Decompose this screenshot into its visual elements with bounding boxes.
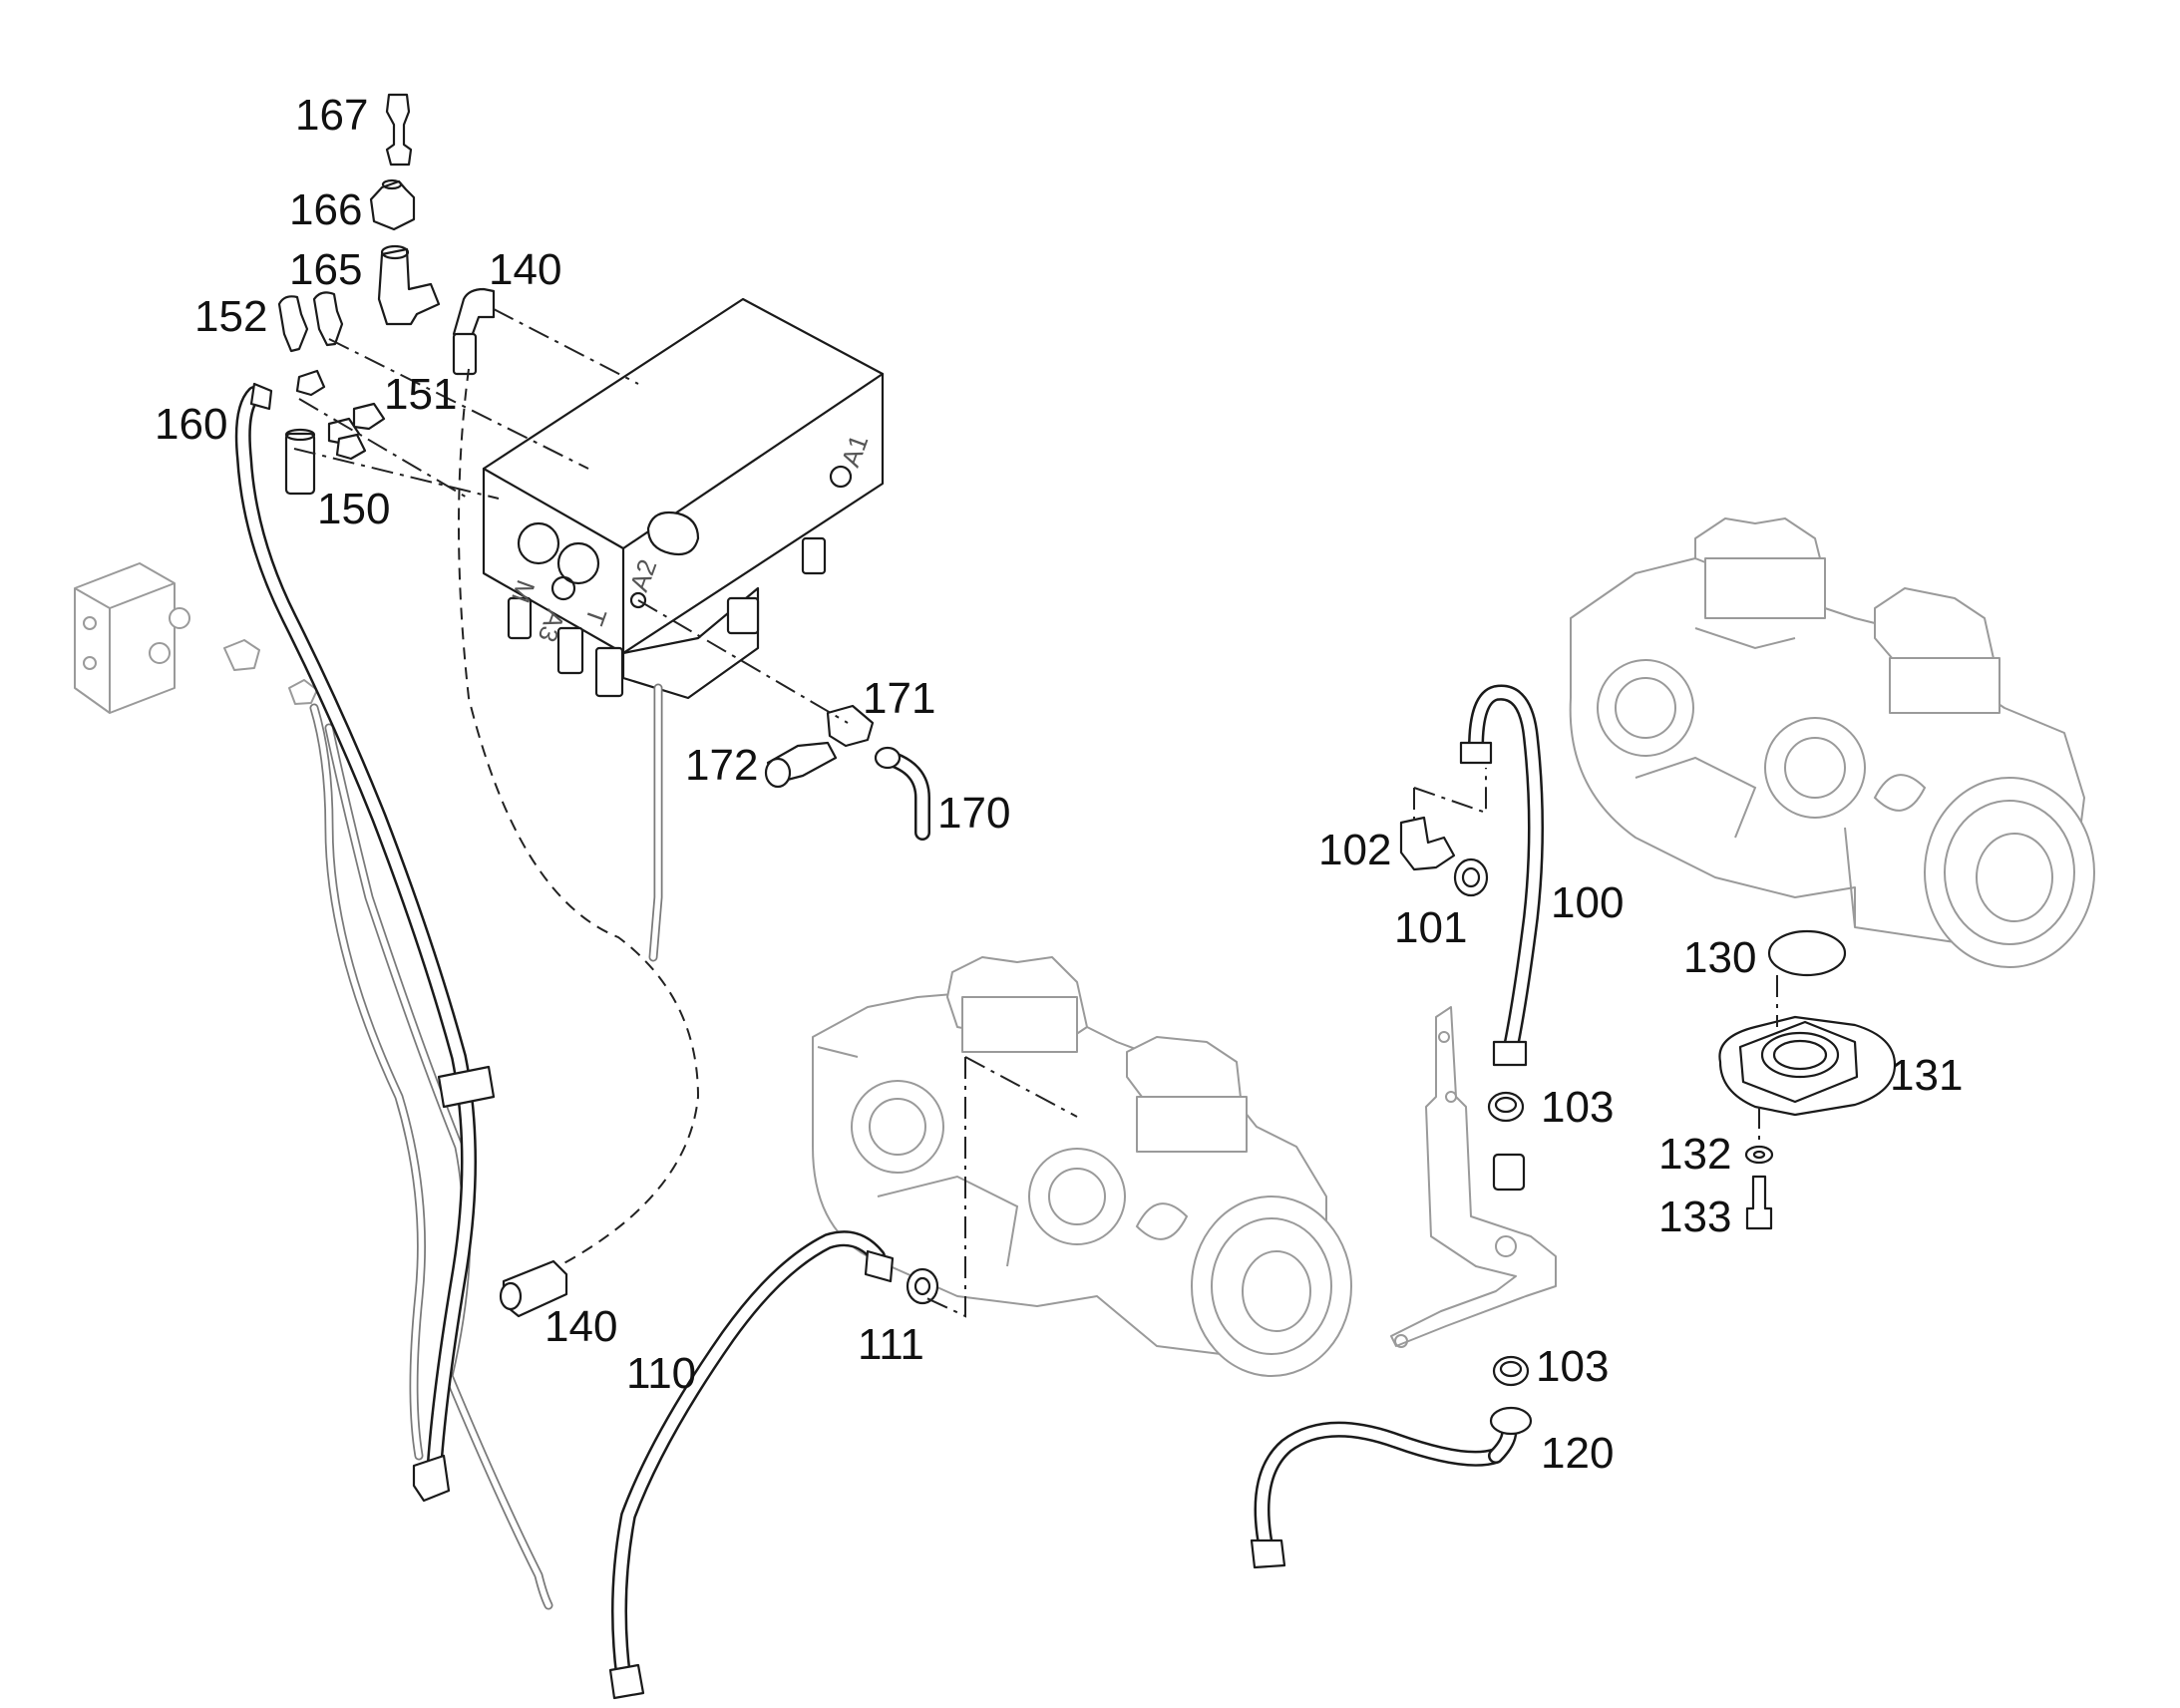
fitting-171 (826, 704, 875, 748)
callout-103-upper: 103 (1541, 1083, 1614, 1132)
callout-150: 150 (317, 485, 390, 533)
fitting-102 (1399, 816, 1456, 871)
callout-140-top: 140 (489, 245, 561, 294)
bolt-133 (1745, 1175, 1773, 1230)
o-ring-130 (1767, 929, 1847, 977)
callout-170: 170 (937, 789, 1010, 838)
callout-133: 133 (1658, 1193, 1731, 1241)
callout-102: 102 (1318, 826, 1391, 874)
assembly-lines (293, 308, 1778, 1318)
fitting-140-elbow (452, 287, 496, 341)
callout-160: 160 (155, 400, 227, 449)
solenoid-valve (74, 562, 318, 714)
hose-170 (874, 746, 930, 841)
valve-block: A1 A2 A3 M T (482, 297, 885, 700)
callout-labels: 167 166 165 140 152 151 160 150 171 172 … (155, 91, 1963, 1478)
fitting-152 (277, 295, 309, 353)
callout-110: 110 (626, 1349, 696, 1398)
hydraulic-pump-lower (812, 956, 1352, 1377)
cable-harness (309, 683, 663, 1610)
callout-165: 165 (289, 245, 362, 294)
fitting-151 (352, 402, 386, 431)
fitting-165 (377, 247, 441, 326)
callout-172: 172 (685, 741, 758, 790)
callout-101: 101 (1394, 903, 1467, 952)
callout-140-lower: 140 (545, 1302, 617, 1351)
callout-166: 166 (289, 185, 362, 234)
hose-160 (234, 382, 496, 1503)
callout-152: 152 (194, 292, 267, 341)
callout-120: 120 (1541, 1429, 1614, 1478)
fitting-101 (1453, 857, 1489, 897)
hydraulic-pump-right (1569, 517, 2095, 968)
mounting-bracket (1390, 1006, 1557, 1348)
fitting-111 (906, 1267, 939, 1305)
flange-131 (1718, 1015, 1897, 1117)
fitting-150 (284, 432, 316, 496)
callout-100: 100 (1551, 878, 1624, 927)
callout-111: 111 (858, 1320, 924, 1369)
callout-103-lower: 103 (1536, 1342, 1609, 1391)
callout-167: 167 (295, 91, 368, 140)
callout-130: 130 (1683, 933, 1756, 982)
fitting-167 (385, 93, 413, 167)
callout-131: 131 (1890, 1051, 1963, 1100)
callout-151: 151 (384, 370, 457, 419)
washer-132 (1744, 1145, 1774, 1165)
fittings (277, 93, 1897, 1387)
callout-132: 132 (1658, 1130, 1731, 1179)
hose-120 (1250, 1406, 1533, 1569)
hose-110 (608, 1230, 895, 1700)
hose-100 (1459, 684, 1544, 1067)
callout-171: 171 (863, 674, 935, 723)
